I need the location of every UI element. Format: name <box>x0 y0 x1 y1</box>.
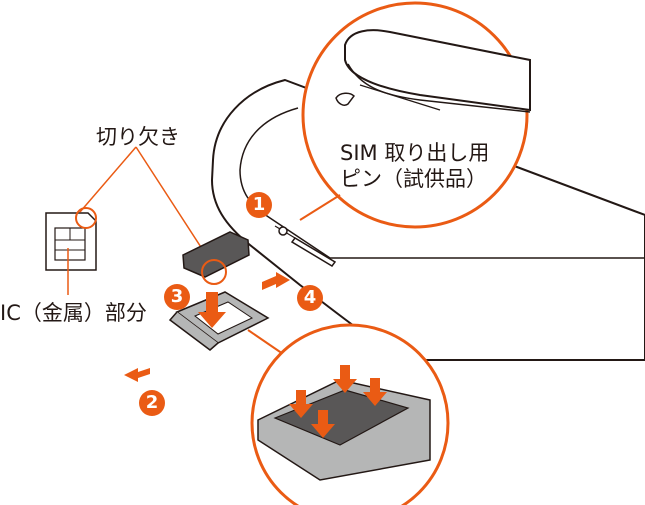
pin-callout <box>299 1 531 229</box>
pin-label-line1: SIM 取り出し用 <box>340 141 490 165</box>
pin-label-line2: ピン（試供品） <box>340 167 487 191</box>
sim-card-outline <box>45 207 97 271</box>
step-4-badge: 4 <box>297 285 323 311</box>
pin-hole <box>278 226 288 236</box>
tray-callout <box>247 323 450 505</box>
step-1-badge: 1 <box>246 192 272 218</box>
sim-card <box>182 231 250 285</box>
leader-lines <box>67 146 209 295</box>
step-2-badge: 2 <box>139 390 165 416</box>
step-3-badge: 3 <box>164 284 190 310</box>
arrows <box>124 272 387 438</box>
ic-contact-label: IC（金属）部分 <box>0 301 147 325</box>
notch-label: 切り欠き <box>96 125 180 149</box>
